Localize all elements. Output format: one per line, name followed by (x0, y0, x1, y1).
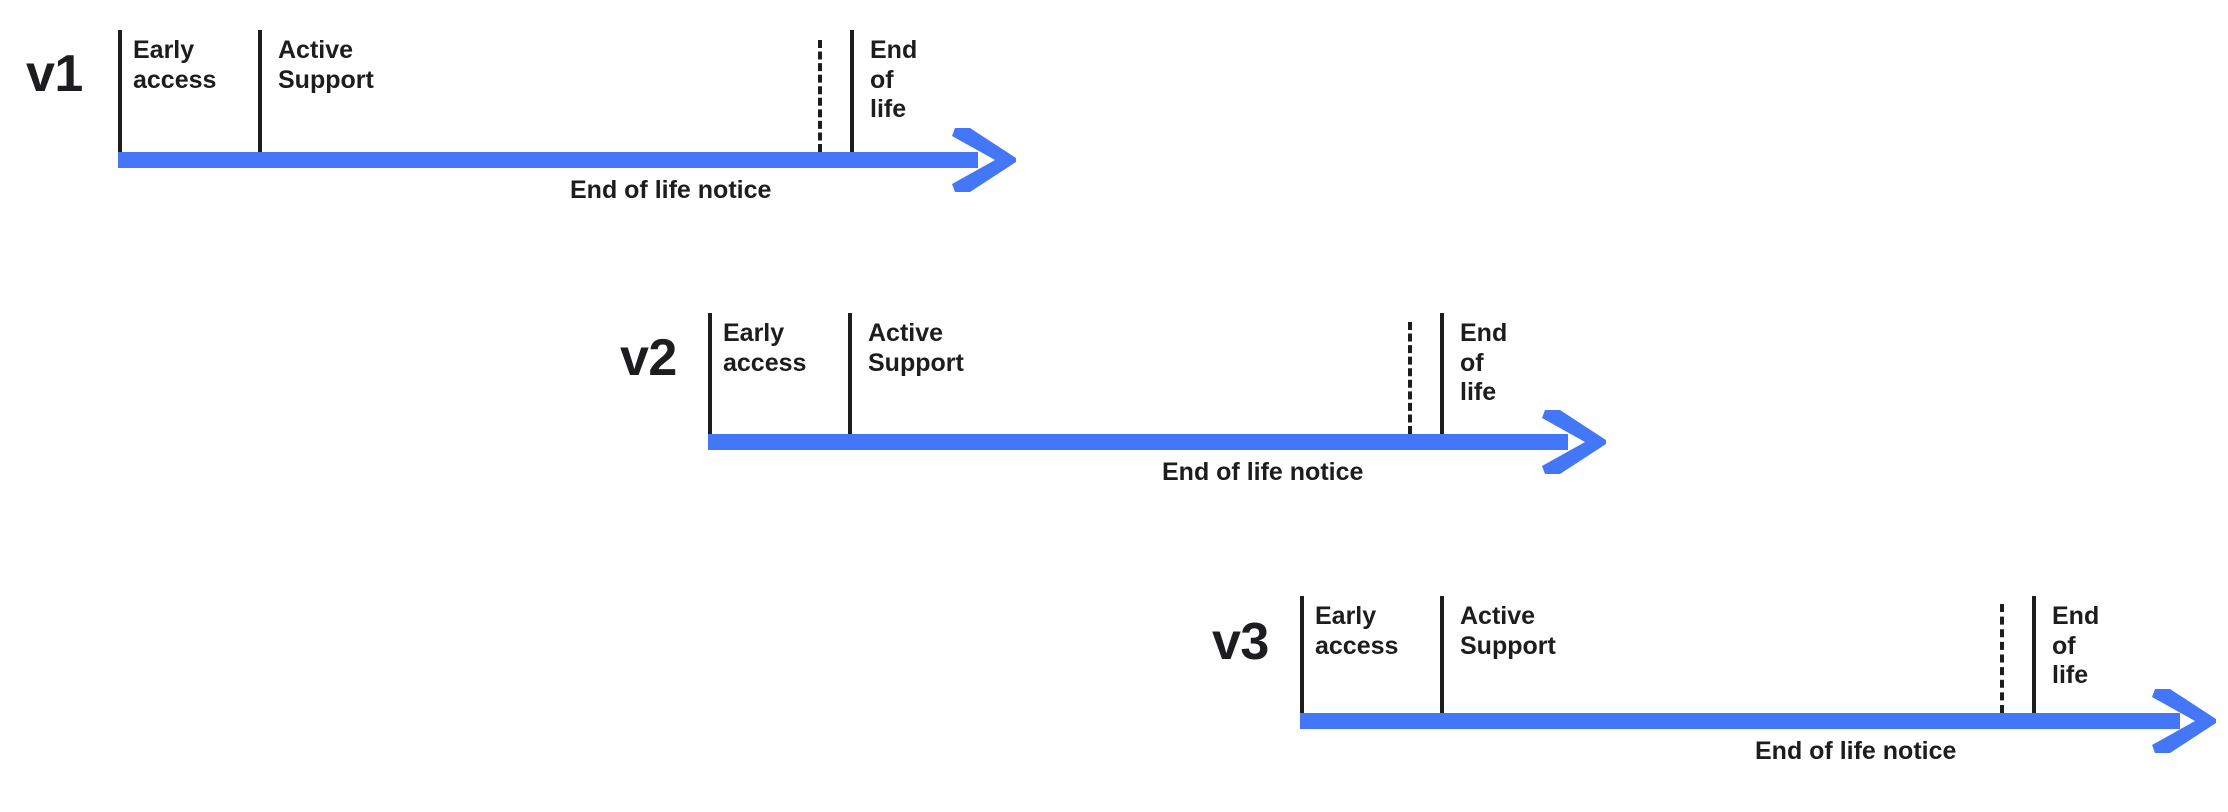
version-label-v1: v1 (26, 45, 83, 103)
lifecycle-bar-v3 (1300, 713, 2180, 729)
end-of-life-notice-label-v3: End of life notice (1755, 737, 1957, 765)
early-access-label-v3: Early access (1315, 602, 1399, 660)
end-of-life-notice-marker-v3 (2000, 604, 2004, 713)
early-access-end-tick-v1 (258, 30, 262, 152)
arrow-head-icon-v3 (2152, 689, 2216, 753)
end-of-life-tick-v3 (2032, 596, 2036, 713)
version-label-v2: v2 (620, 329, 677, 387)
end-of-life-notice-marker-v1 (818, 40, 822, 152)
arrow-head-icon-v2 (1542, 410, 1606, 474)
arrow-head-icon-v1 (952, 128, 1016, 192)
early-access-label-v1: Early access (133, 36, 217, 94)
end-of-life-tick-v1 (850, 30, 854, 152)
early-access-label-v2: Early access (723, 319, 807, 377)
version-label-v3: v3 (1212, 613, 1269, 671)
lifecycle-bar-v1 (118, 152, 978, 168)
early-access-end-tick-v2 (848, 313, 852, 434)
end-of-life-notice-label-v2: End of life notice (1162, 458, 1364, 486)
end-of-life-notice-label-v1: End of life notice (570, 176, 772, 204)
active-support-label-v1: Active Support (278, 36, 374, 94)
start-tick-v2 (708, 313, 712, 434)
end-of-life-notice-marker-v2 (1408, 322, 1412, 434)
active-support-label-v3: Active Support (1460, 602, 1556, 660)
active-support-label-v2: Active Support (868, 319, 964, 377)
end-of-life-tick-v2 (1440, 313, 1444, 434)
start-tick-v3 (1300, 596, 1304, 713)
end-of-life-label-v1: End of life (870, 36, 918, 123)
start-tick-v1 (118, 30, 122, 152)
end-of-life-label-v2: End of life (1460, 319, 1508, 406)
lifecycle-bar-v2 (708, 434, 1568, 450)
end-of-life-label-v3: End of life (2052, 602, 2100, 689)
early-access-end-tick-v3 (1440, 596, 1444, 713)
